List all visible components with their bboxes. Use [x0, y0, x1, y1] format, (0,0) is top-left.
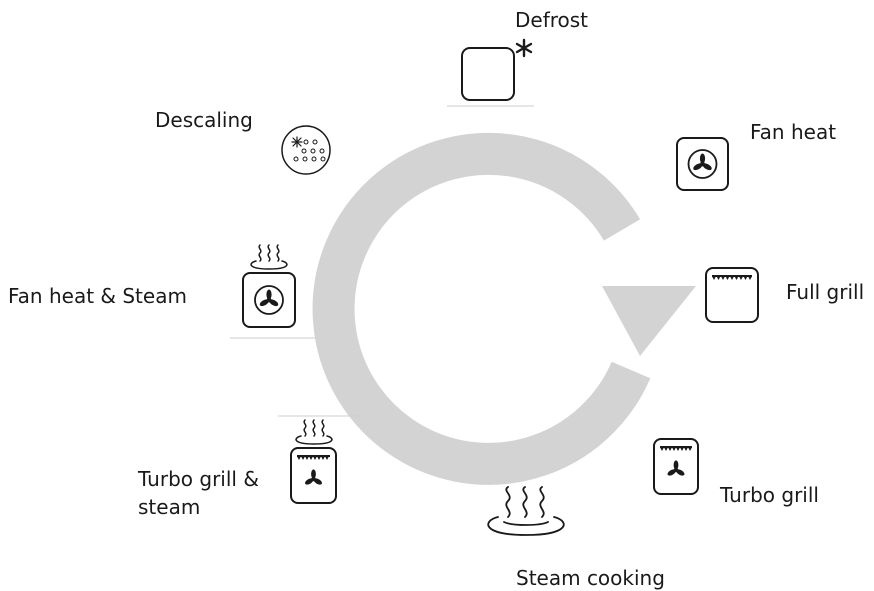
descaling-dot — [319, 148, 325, 154]
grill-fan-icon — [653, 438, 699, 495]
descaling-dot — [310, 148, 316, 154]
cycle-arrow-ring — [312, 132, 651, 485]
mode-label-fan-heat: Fan heat — [750, 120, 837, 144]
grill-tooth — [660, 448, 664, 451]
mode-label-fan-heat-steam: Fan heat & Steam — [8, 284, 187, 308]
descaling-dot — [293, 156, 299, 162]
grill-tooth — [313, 457, 317, 460]
grill-tooth — [743, 277, 748, 280]
mode-label-turbo-grill-steam-line1: Turbo grill & — [138, 467, 259, 491]
descaling-dot — [303, 139, 309, 145]
mode-label-turbo-grill-steam: Turbo grill & steam — [138, 465, 259, 521]
cycle-arrowhead — [602, 286, 696, 356]
grill-tooth — [305, 457, 309, 460]
grill-tooth — [725, 277, 730, 280]
grill-tooth — [672, 448, 676, 451]
grill-tooth — [748, 277, 752, 280]
grill-tooth — [676, 448, 680, 451]
grill-tooth — [721, 277, 725, 280]
descaling-dot — [302, 156, 308, 162]
grill-tooth — [680, 448, 684, 451]
grill-tooth — [301, 457, 305, 460]
grill-tooth — [734, 277, 739, 280]
grill-tooth — [664, 448, 668, 451]
grill-tooth — [321, 457, 325, 460]
mode-label-defrost: Defrost — [515, 8, 589, 32]
fan-steam-icon — [242, 244, 296, 328]
descaling-dot — [311, 156, 317, 162]
mode-label-steam-cooking: Steam cooking — [516, 566, 665, 590]
steam-icon — [487, 486, 565, 536]
grill-tooth — [317, 457, 321, 460]
grill-tooth — [730, 277, 734, 280]
grill-tooth — [684, 448, 688, 451]
grill-tooth — [712, 277, 716, 280]
fan-icon — [676, 137, 729, 191]
grill-tooth — [739, 277, 743, 280]
grill-tooth — [668, 448, 672, 451]
descaling-icon — [281, 125, 331, 175]
descaling-dot — [301, 148, 307, 154]
grill-element-icon — [705, 267, 759, 323]
mode-label-descaling: Descaling — [155, 108, 253, 132]
descaling-dot — [320, 156, 326, 162]
grill-fan-steam-icon — [290, 419, 337, 504]
grill-tooth — [297, 457, 301, 460]
mode-label-full-grill: Full grill — [786, 280, 865, 304]
descaling-dot — [312, 139, 318, 145]
grill-tooth — [688, 448, 692, 451]
grill-tooth — [309, 457, 313, 460]
mode-label-turbo-grill: Turbo grill — [720, 483, 819, 507]
grill-tooth — [325, 457, 329, 460]
mode-label-turbo-grill-steam-line2: steam — [138, 495, 201, 519]
grill-tooth — [716, 277, 721, 280]
snowflake-asterisk-icon — [461, 38, 533, 101]
